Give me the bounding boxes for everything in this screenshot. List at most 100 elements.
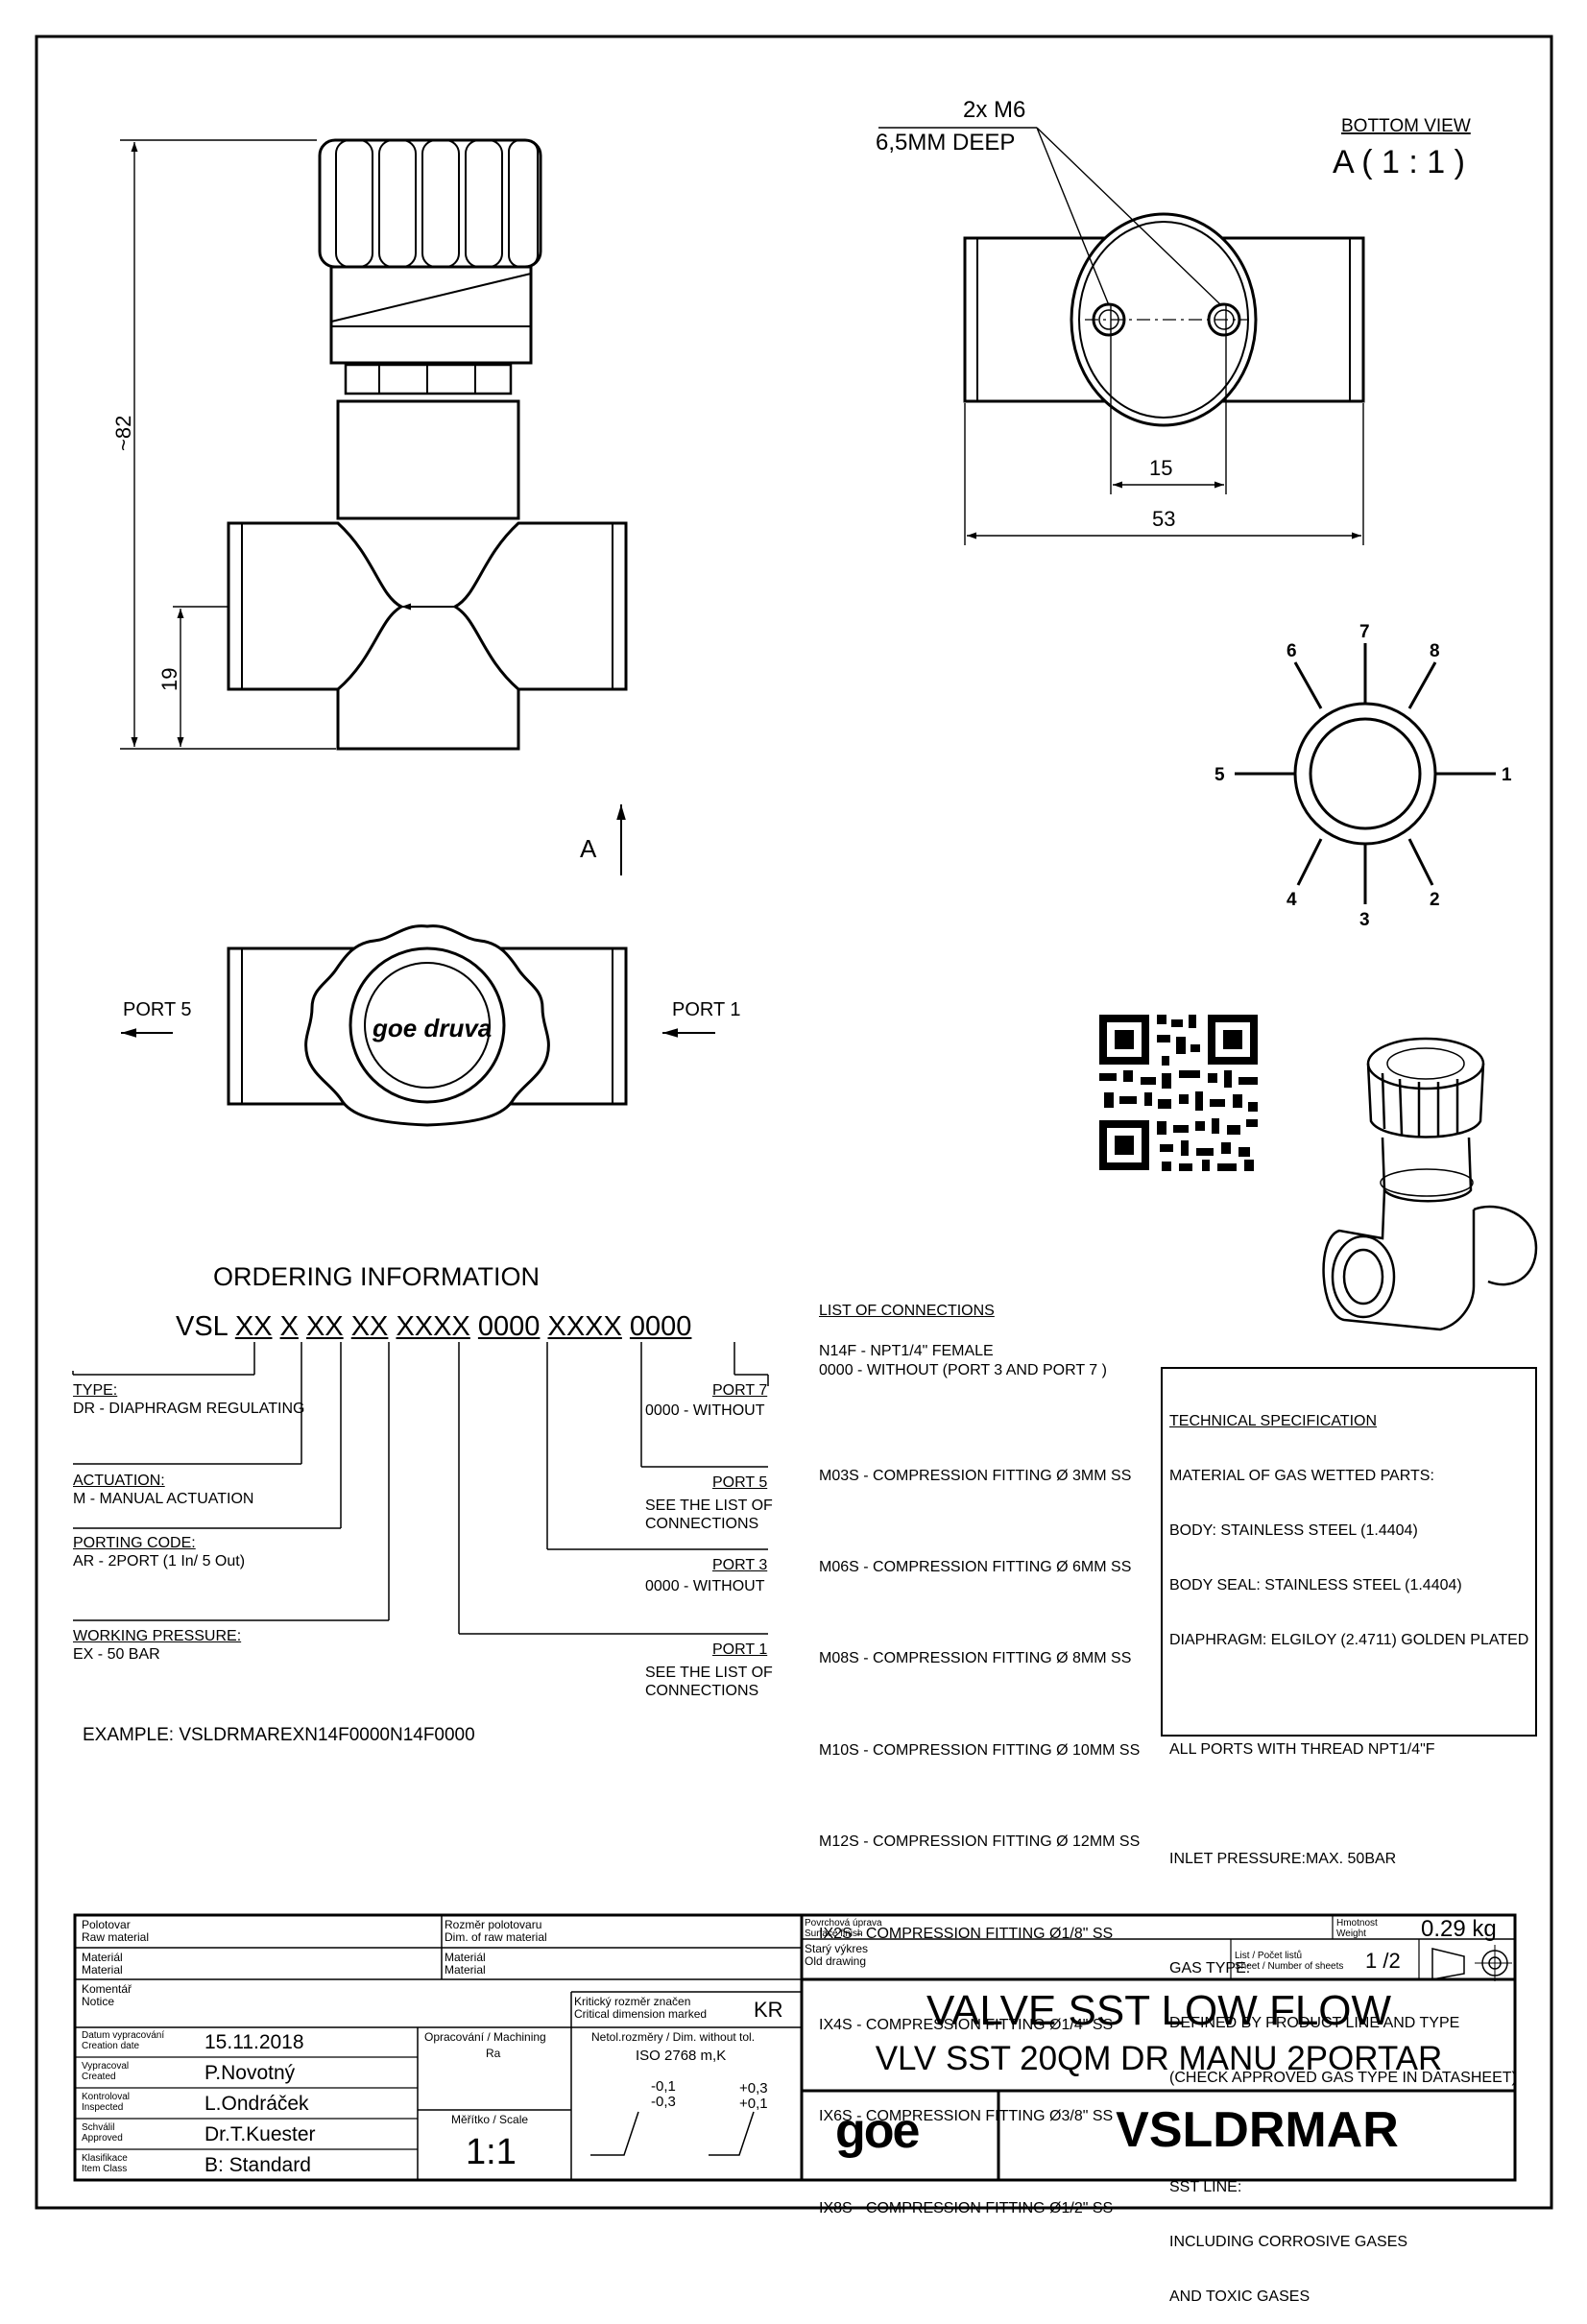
list-item: IX6S - COMPRESSION FITTING Ø3/8" SS: [819, 2108, 1114, 2125]
item-class: B: Standard: [204, 2154, 311, 2176]
front-view: [227, 138, 628, 751]
part-number: VSLDRMAR: [1116, 2102, 1399, 2158]
creation-date-label: Datum vypracování Creation date: [82, 2030, 165, 2051]
list-item: M10S - COMPRESSION FITTING Ø 10MM SS: [819, 1741, 1141, 1759]
port-number-5: 5: [1214, 765, 1225, 785]
port7-value: 0000 - WITHOUT: [645, 1402, 765, 1419]
actuation-label: ACTUATION:: [73, 1473, 165, 1489]
raw-material-label: Polotovar Raw material: [82, 1918, 150, 1944]
spec-line: (CHECK APPROVED GAS TYPE IN DATASHEET): [1169, 2070, 1517, 2086]
ordering-example: EXAMPLE: VSLDRMAREXN14F0000N14F0000: [83, 1725, 475, 1745]
tolerance-negative: -0,1 -0,3: [651, 2078, 676, 2110]
porting-label: PORTING CODE:: [73, 1535, 196, 1551]
connections-list: M03S - COMPRESSION FITTING Ø 3MM SS M06S…: [819, 1400, 1140, 2254]
material-label: Materiál Material: [82, 1951, 123, 1977]
created-by: P.Novotný: [204, 2062, 296, 2084]
critical-dim-label: Kritický rozměr značen Critical dimensio…: [574, 1995, 708, 2021]
view-arrow-label: A: [580, 834, 597, 863]
bottom-view-title: BOTTOM VIEW: [1341, 116, 1471, 136]
drawing-canvas: ~82 19 A 15 53 2x M6 6,5MM DEEP BOTTOM V…: [35, 35, 1553, 2210]
dim-port-height-label: 19: [157, 668, 181, 691]
old-drawing-label: Starý výkres Old drawing: [805, 1942, 869, 1968]
port-number-3: 3: [1359, 910, 1370, 930]
port-number-6: 6: [1286, 641, 1297, 661]
item-class-label: Klasifikace Item Class: [82, 2153, 128, 2174]
type-value: DR - DIAPHRAGM REGULATING: [73, 1401, 305, 1417]
approved-label: Schválil Approved: [82, 2122, 123, 2144]
dim-holes-label: 15: [1149, 456, 1172, 480]
pressure-label: WORKING PRESSURE:: [73, 1628, 242, 1644]
material-label-right: Materiál Material: [445, 1951, 486, 1977]
port-left-label: PORT 5: [123, 999, 192, 1020]
connections-intro-line: 0000 - WITHOUT (PORT 3 AND PORT 7 ): [819, 1362, 1107, 1378]
connections-title: LIST OF CONNECTIONS: [819, 1303, 995, 1319]
spec-line: AND TOXIC GASES: [1169, 2288, 1310, 2305]
code-part-type: XX: [234, 1311, 273, 1342]
code-part-port3: 0000: [477, 1311, 541, 1342]
list-item: M03S - COMPRESSION FITTING Ø 3MM SS: [819, 1467, 1132, 1484]
code-part-actuation: X: [279, 1311, 299, 1342]
code-part-port5: XXXX: [547, 1311, 622, 1342]
spec-line: DEFINED BY PRODUCT LINE AND TYPE: [1169, 2015, 1460, 2031]
drawing-title: VALVE SST LOW FLOW: [926, 1987, 1392, 2034]
company-logo: goe: [835, 2103, 920, 2159]
created-label: Vypracoval Created: [82, 2061, 130, 2082]
spec-line: BODY SEAL: STAINLESS STEEL (1.4404): [1169, 1577, 1462, 1593]
port1-label: PORT 1: [712, 1641, 768, 1658]
spec-line: INLET PRESSURE:MAX. 50BAR: [1169, 1851, 1397, 1867]
actuation-value: M - MANUAL ACTUATION: [73, 1491, 254, 1507]
creation-date: 15.11.2018: [204, 2031, 304, 2053]
bottom-dimensions: [878, 127, 1364, 545]
isometric-view: [1322, 1037, 1538, 1331]
spec-line: ALL PORTS WITH THREAD NPT1/4"F: [1169, 1741, 1435, 1758]
port-number-8: 8: [1430, 641, 1440, 661]
code-part-pressure: XX: [350, 1311, 389, 1342]
port-diagram: [1235, 643, 1496, 904]
approved-by: Dr.T.Kuester: [204, 2123, 316, 2145]
tolerance-label: Netol.rozměry / Dim. without tol.: [591, 2030, 756, 2044]
title-block-grid: [73, 1913, 1517, 2182]
port5-value: SEE THE LIST OF CONNECTIONS: [645, 1497, 773, 1532]
spec-line: MATERIAL OF GAS WETTED PARTS:: [1169, 1468, 1434, 1484]
dim-width-label: 53: [1152, 507, 1175, 531]
spec-title: TECHNICAL SPECIFICATION: [1169, 1413, 1378, 1429]
top-view: [227, 924, 628, 1127]
port3-value: 0000 - WITHOUT: [645, 1578, 765, 1594]
ordering-title: ORDERING INFORMATION: [213, 1262, 540, 1291]
spec-box: [1161, 1367, 1537, 1737]
list-item: IX4S - COMPRESSION FITTING Ø1/4" SS: [819, 2016, 1114, 2033]
inspected-by: L.Ondráček: [204, 2093, 309, 2115]
scale-value: 1:1: [466, 2132, 517, 2172]
port-number-7: 7: [1359, 622, 1370, 642]
port1-value: SEE THE LIST OF CONNECTIONS: [645, 1665, 773, 1699]
front-dimensions: [120, 139, 336, 750]
notice-label: Komentář Notice: [82, 1982, 132, 2008]
holes-depth-label: 6,5MM DEEP: [876, 130, 1015, 156]
port3-label: PORT 3: [712, 1557, 768, 1573]
ordering-code: VSL XX X XX XX XXXX 0000 XXXX 0000: [176, 1313, 691, 1341]
porting-value: AR - 2PORT (1 In/ 5 Out): [73, 1553, 246, 1569]
sheet-value: 1 /2: [1365, 1949, 1401, 1973]
surface-finish-label: Povrchová úprava Surface finish: [805, 1918, 882, 1939]
port-number-4: 4: [1286, 890, 1297, 910]
code-part-porting: XX: [305, 1311, 344, 1342]
pressure-value: EX - 50 BAR: [73, 1646, 160, 1663]
qr-code: [1099, 1015, 1258, 1171]
list-item: IX2S - COMPRESSION FITTING Ø1/8" SS: [819, 1925, 1114, 1942]
list-item: M06S - COMPRESSION FITTING Ø 6MM SS: [819, 1558, 1132, 1575]
scale-label: Měřítko / Scale: [451, 2113, 529, 2126]
bottom-view-scale: A ( 1 : 1 ): [1333, 144, 1465, 180]
spec-line: ​: [1169, 1795, 1528, 1813]
spec-line: BODY: STAINLESS STEEL (1.4404): [1169, 1522, 1418, 1539]
critical-mark: KR: [754, 1998, 783, 2022]
connections-intro-line: N14F - NPT1/4" FEMALE: [819, 1343, 994, 1359]
port-numbers: 1 2 3 4 5 6 7 8: [1214, 622, 1512, 930]
machining-value: Ra: [486, 2047, 501, 2060]
spec-line: GAS TYPE:: [1169, 1960, 1251, 1977]
dim-raw-material-label: Rozměr polotovaru Dim. of raw material: [445, 1918, 547, 1944]
spec-line: SST LINE:: [1169, 2179, 1242, 2195]
holes-count-label: 2x M6: [963, 97, 1025, 123]
sheet-border: [35, 35, 1553, 2210]
sheet-label: List / Počet listů Sheet / Number of she…: [1235, 1951, 1344, 1972]
weight-value: 0.29 kg: [1421, 1916, 1497, 1942]
